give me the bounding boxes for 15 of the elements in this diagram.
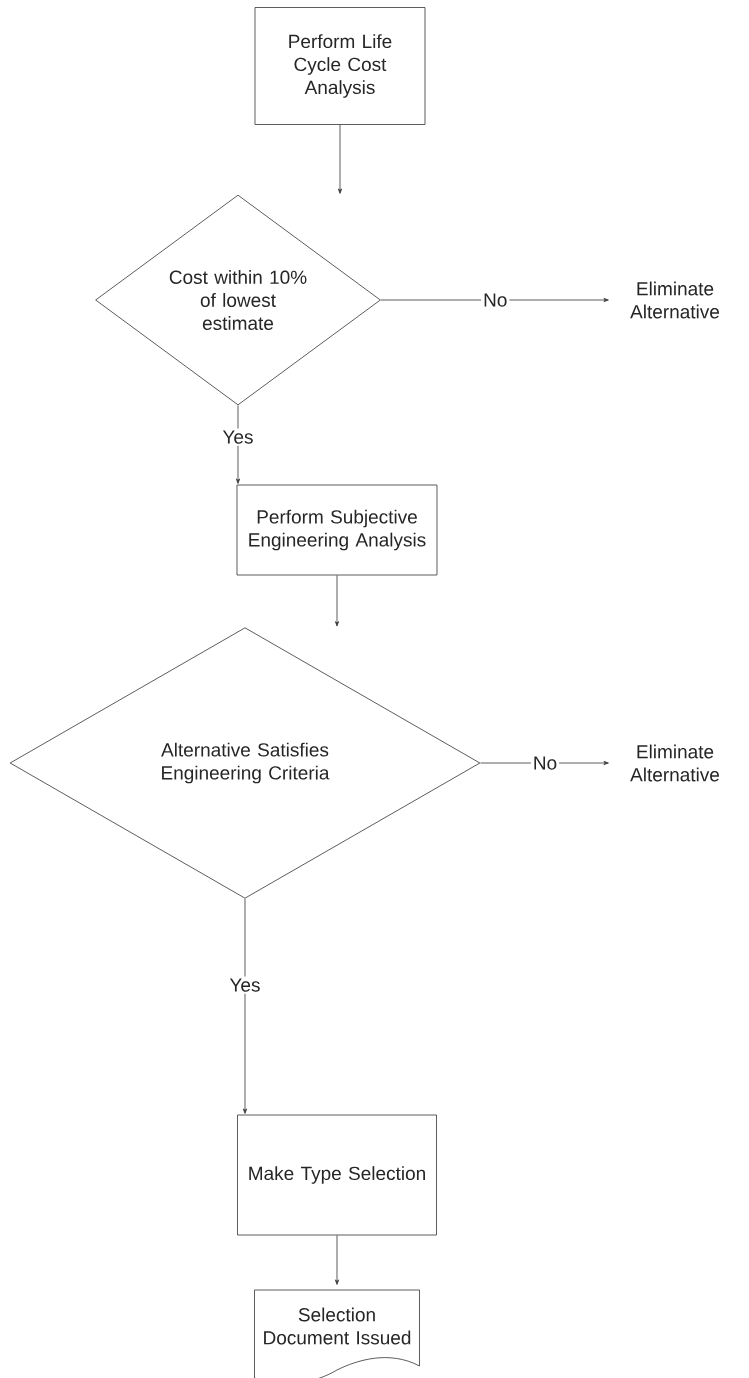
arrow [338, 124, 342, 194]
edge-label: Yes [227, 976, 263, 994]
arrow [243, 898, 247, 1114]
arrow [236, 405, 240, 484]
process-box: Perform Life Cycle Cost Analysis [254, 7, 426, 125]
edge-label: No [481, 291, 510, 309]
outcome-text: Eliminate Alternative [630, 744, 720, 782]
edge-label: Yes [220, 428, 256, 446]
arrow [335, 575, 339, 627]
outcome-text: Eliminate Alternative [630, 281, 720, 319]
edge-label: No [530, 754, 560, 772]
arrow [335, 1235, 339, 1285]
process-box: Make Type Selection [237, 1114, 437, 1236]
arrow [380, 298, 609, 302]
process-box: Perform Subjective Engineering Analysis [236, 484, 438, 576]
